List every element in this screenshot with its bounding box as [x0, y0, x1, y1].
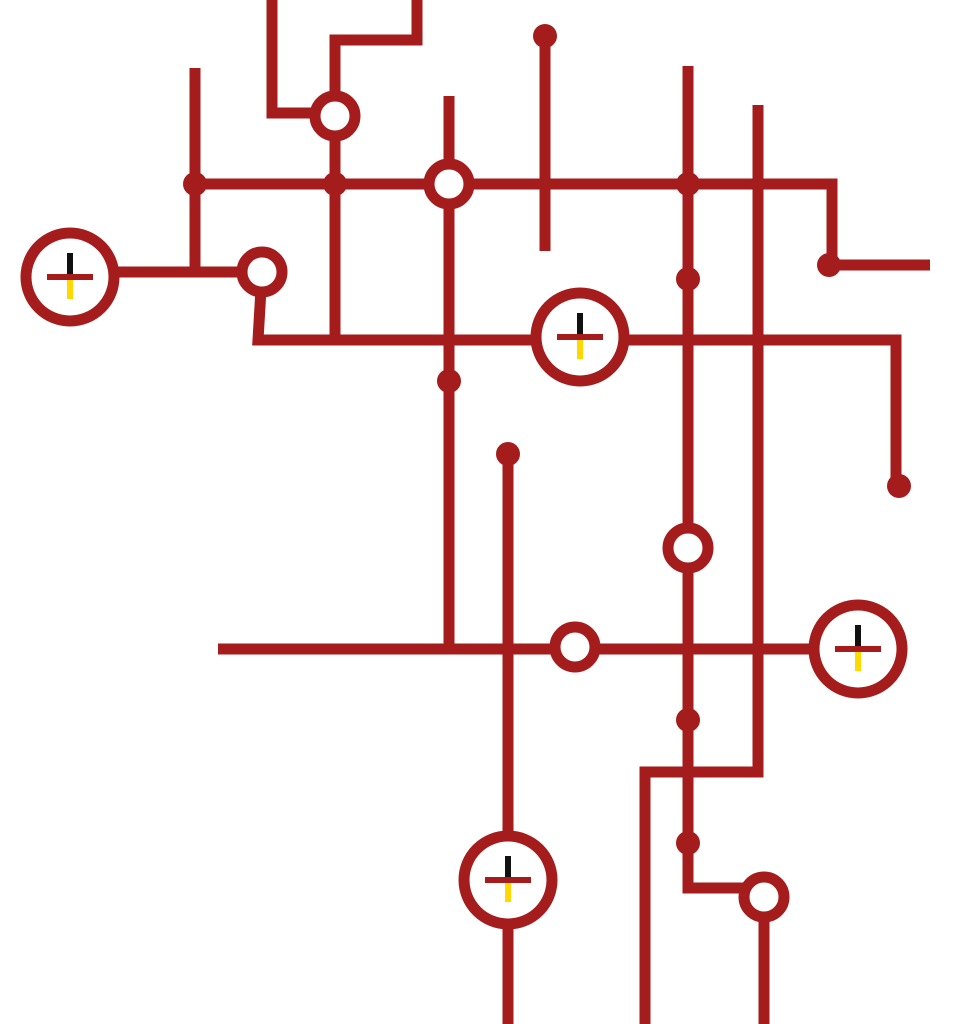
flag-black-bar [505, 856, 511, 878]
track-vertical-f [639, 105, 764, 1024]
flag-gold-bar [855, 651, 861, 671]
flag-cross-icon [485, 856, 531, 902]
station-ring [309, 90, 361, 142]
interchange-marker [808, 599, 908, 699]
station-ring [549, 621, 601, 673]
flag-black-bar [67, 253, 73, 275]
flag-black-bar [855, 625, 861, 647]
junction-dot [676, 267, 700, 291]
station-ring [423, 158, 475, 210]
flag-gold-bar [67, 279, 73, 299]
flag-red-bar [47, 274, 93, 280]
flag-cross-icon [557, 313, 603, 359]
station-ring [738, 871, 790, 923]
junction-dot [676, 172, 700, 196]
junctions-layer [183, 24, 911, 855]
flag-red-bar [485, 877, 531, 883]
stations-layer [236, 90, 790, 923]
junction-dot [183, 172, 207, 196]
track-vertical-e [682, 66, 770, 1024]
junction-dot [676, 831, 700, 855]
flag-gold-bar [505, 882, 511, 902]
junction-dot [496, 442, 520, 466]
flag-red-bar [557, 334, 603, 340]
flag-cross-icon [47, 253, 93, 299]
interchange-markers-layer [20, 227, 908, 930]
station-ring [662, 522, 714, 574]
interchange-marker [20, 227, 120, 327]
interchange-marker [530, 287, 630, 387]
junction-dot [676, 708, 700, 732]
flag-gold-bar [577, 339, 583, 359]
station-ring [236, 246, 288, 298]
junction-dot [887, 474, 911, 498]
interchange-marker [458, 830, 558, 930]
junction-dot [437, 369, 461, 393]
flag-red-bar [835, 646, 881, 652]
junction-dot [323, 172, 347, 196]
junction-dot [817, 253, 841, 277]
junction-dot [533, 24, 557, 48]
flag-cross-icon [835, 625, 881, 671]
flag-black-bar [577, 313, 583, 335]
track-main-horizontal [195, 178, 930, 271]
track-top-stub-right [329, 0, 423, 113]
